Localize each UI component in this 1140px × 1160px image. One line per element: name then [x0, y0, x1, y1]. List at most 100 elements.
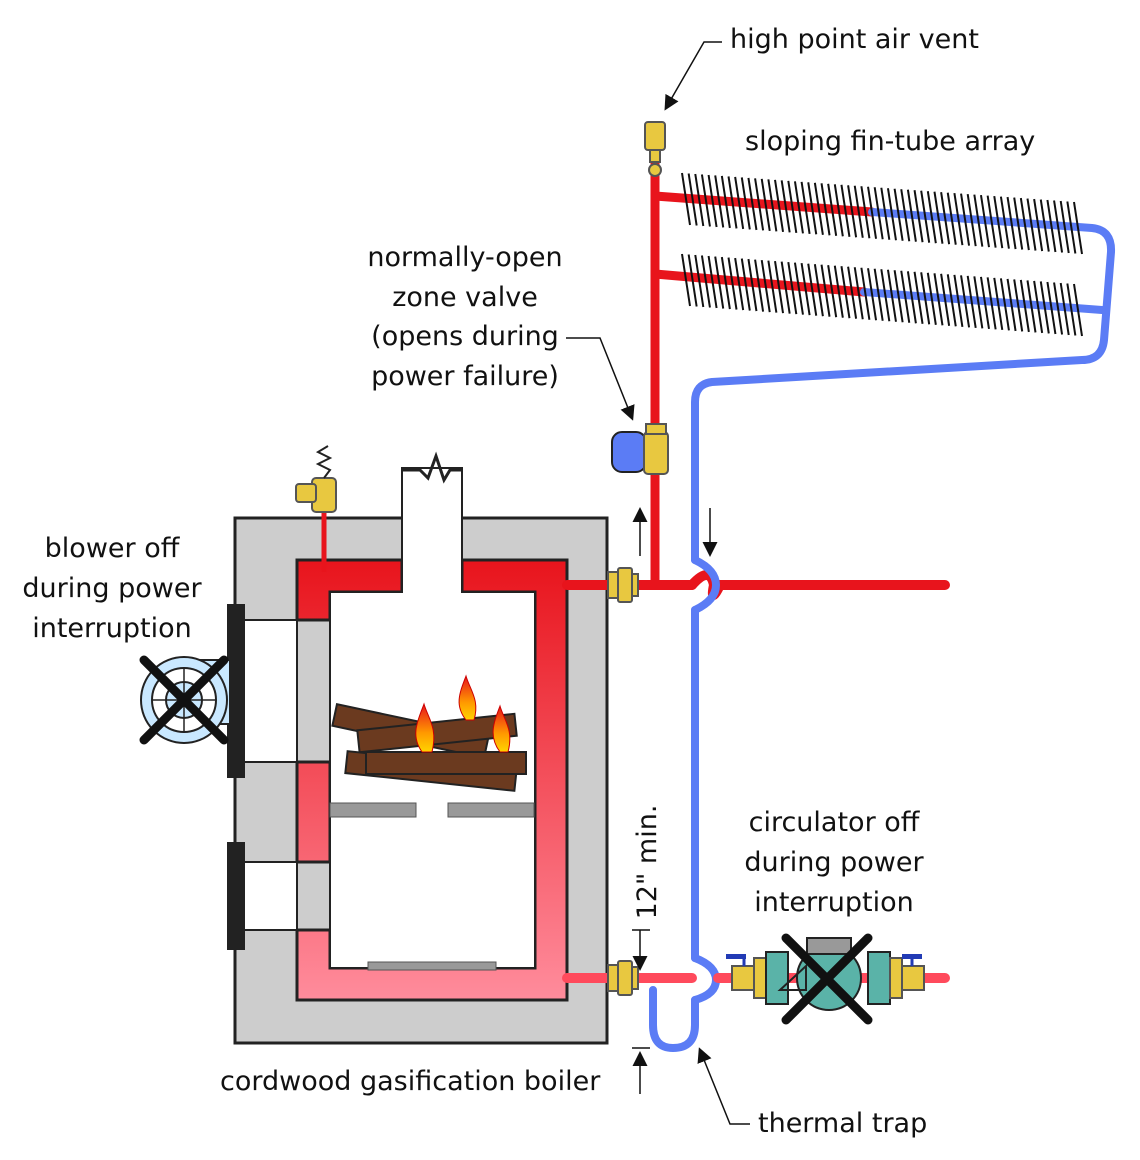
fin [687, 173, 698, 226]
fin [694, 254, 705, 308]
fin [720, 256, 731, 310]
fin [720, 175, 731, 229]
leader-lines [566, 41, 750, 1125]
fin [800, 181, 811, 234]
fin [893, 270, 904, 323]
fin [940, 273, 951, 326]
fin [734, 176, 745, 230]
fin [933, 273, 944, 326]
fin [833, 184, 844, 237]
fin [993, 195, 1004, 249]
fin [734, 257, 745, 311]
fin [754, 259, 765, 312]
label-zone-valve-2: zone valve [392, 282, 538, 313]
fin [700, 174, 711, 227]
fin [1059, 282, 1070, 336]
fin [747, 177, 758, 231]
fin [873, 268, 884, 321]
fin [966, 193, 977, 247]
fin-tube-upper-hot [650, 191, 877, 217]
fin [747, 258, 758, 312]
fin [973, 276, 984, 329]
fin [707, 255, 718, 309]
fin [767, 179, 778, 232]
fin [913, 190, 924, 243]
fin [1053, 282, 1064, 335]
fin [1039, 199, 1050, 252]
fin [853, 267, 864, 320]
fin [946, 274, 957, 327]
fin [694, 173, 705, 227]
fin [727, 176, 738, 229]
fin [740, 258, 751, 311]
cordwood [331, 703, 527, 792]
fin [1026, 280, 1037, 333]
fin [793, 262, 804, 315]
return-crossover-lower [691, 954, 720, 1004]
fin [926, 191, 937, 244]
fin [1039, 281, 1050, 334]
fin [840, 266, 851, 319]
label-blower-2: during power [22, 573, 202, 604]
fin [920, 272, 931, 325]
fin [714, 175, 725, 228]
fin [926, 272, 937, 325]
blower-icon [139, 655, 231, 745]
label-zone-valve-3: (opens during [371, 321, 559, 352]
thermal-trap [649, 986, 699, 1052]
fin [940, 192, 951, 245]
fin [774, 260, 785, 314]
fin [966, 275, 977, 329]
fin [813, 182, 824, 235]
lower-opening [234, 861, 298, 931]
fin [1033, 280, 1044, 334]
fin [913, 271, 924, 324]
fin [880, 269, 891, 322]
fin [780, 180, 791, 233]
fin [979, 276, 990, 330]
grate-right [447, 802, 535, 818]
label-blower-1: blower off [45, 533, 181, 564]
fin [807, 263, 818, 316]
label-circulator-3: interruption [754, 887, 914, 918]
fin-tube-fins [681, 172, 1083, 337]
fin [700, 255, 711, 308]
fin [820, 183, 831, 236]
fin [807, 182, 818, 235]
label-clearance: 12" min. [632, 805, 663, 920]
fin [760, 259, 771, 313]
fin [827, 183, 838, 236]
air-vent-icon [644, 121, 666, 177]
fin [1013, 197, 1024, 250]
fin [754, 178, 765, 231]
fin [1006, 278, 1017, 332]
fin [687, 254, 698, 307]
fin [867, 186, 878, 239]
fin [953, 274, 964, 327]
fin [681, 172, 691, 226]
fin [767, 260, 778, 313]
blower-off-cross [139, 655, 229, 745]
fin [1019, 197, 1030, 251]
secondary-air-opening [234, 619, 298, 763]
circulator-off-cross [781, 933, 873, 1025]
label-circulator-2: during power [744, 847, 924, 878]
fin [847, 266, 858, 319]
fin [860, 186, 871, 239]
fin [1073, 201, 1083, 255]
circulator-icon [726, 933, 925, 1025]
fin [999, 196, 1010, 249]
label-zone-valve-4: power failure) [371, 361, 559, 392]
label-blower-3: interruption [32, 613, 192, 644]
fin [906, 189, 917, 242]
label-thermal-trap: thermal trap [758, 1108, 927, 1139]
fin [960, 193, 971, 246]
fin [886, 269, 897, 322]
fin [787, 180, 798, 234]
fin [800, 263, 811, 316]
fin [1059, 200, 1070, 254]
zone-valve-icon [611, 423, 669, 475]
fin [867, 268, 878, 321]
